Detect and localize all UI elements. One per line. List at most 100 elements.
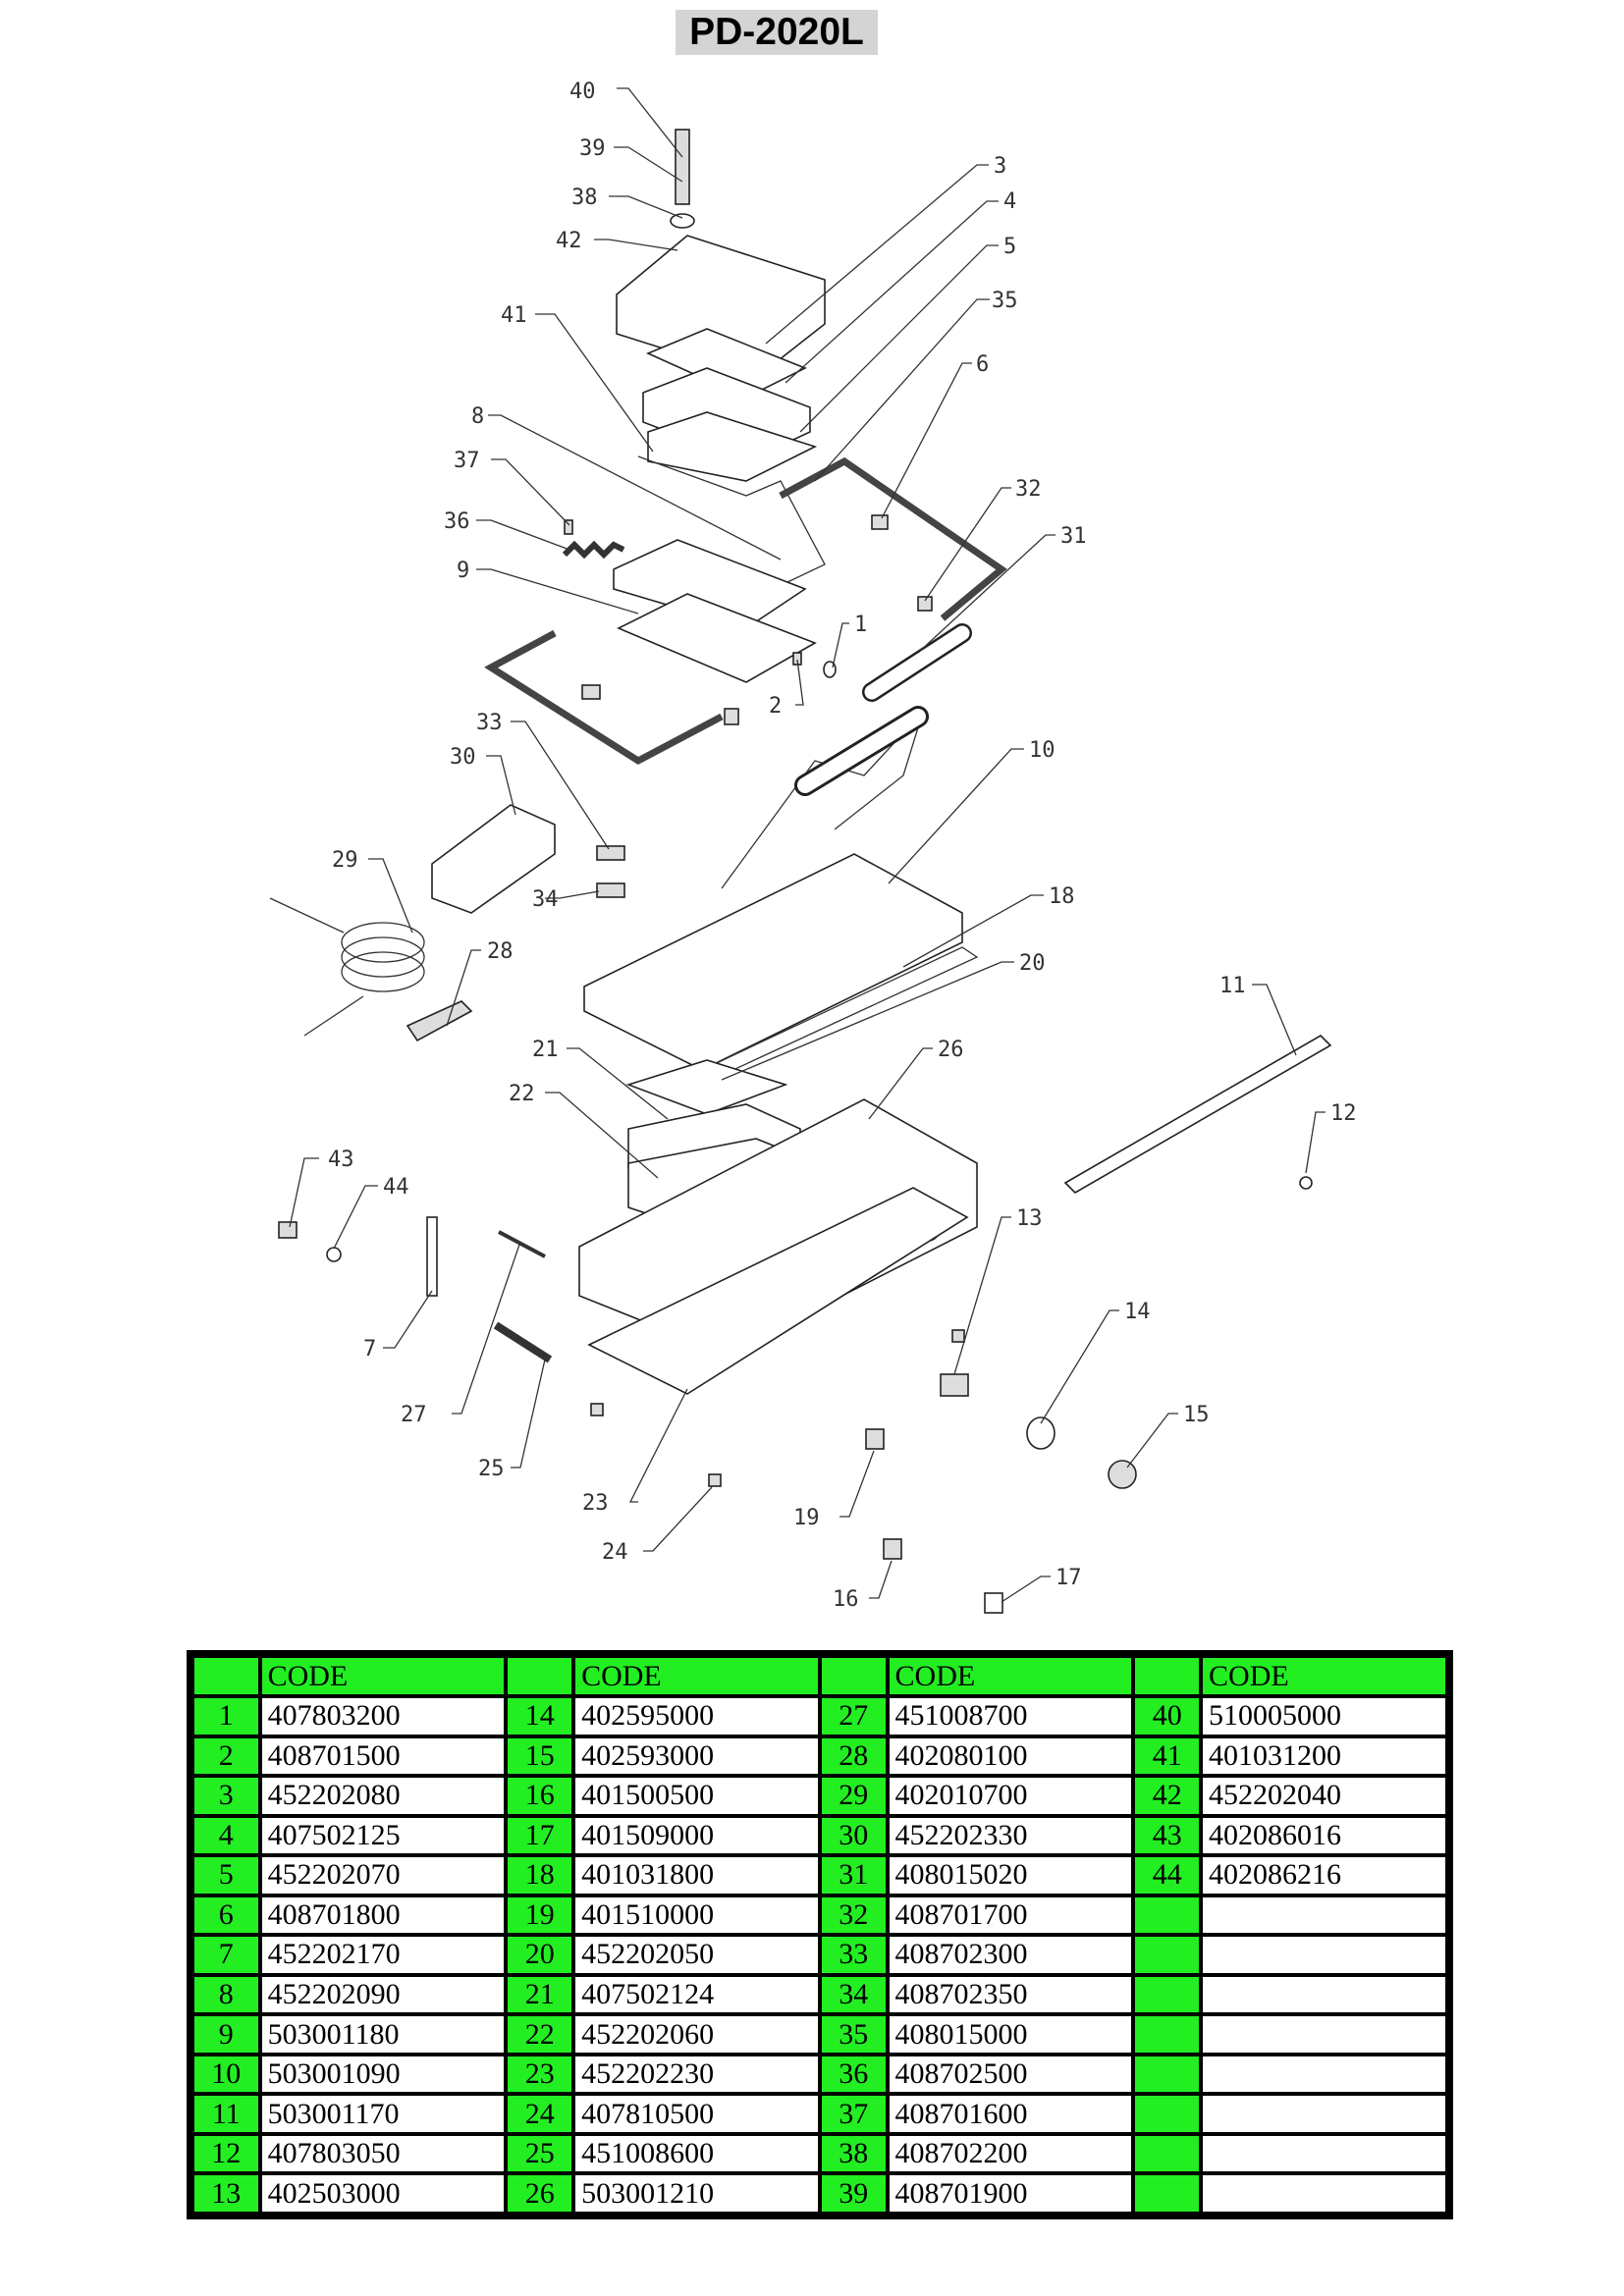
- callout-22: 22: [509, 1082, 535, 1106]
- part-code-cell: 402010700: [889, 1778, 1132, 1814]
- part-29-coil: [341, 922, 425, 963]
- part-number-cell: 21: [508, 1976, 572, 2013]
- part-code-cell: 408702300: [889, 1937, 1132, 1973]
- part-number-cell: [1135, 2016, 1200, 2053]
- part-number-cell: 34: [821, 1976, 886, 2013]
- part-code-cell: 451008600: [575, 2135, 818, 2172]
- part-number-cell: 31: [821, 1857, 886, 1894]
- part-number-cell: 43: [1135, 1817, 1200, 1854]
- part-30-bracket: [431, 804, 556, 914]
- part-23-bottom: [587, 1187, 969, 1395]
- part-26-base: [578, 1098, 978, 1356]
- part-number-cell: 17: [508, 1817, 572, 1854]
- exploded-parts-diagram: 40 39 38 42 41 3 4 5 35 6 8 37 36 9 32 3…: [269, 80, 1357, 1614]
- callout-1: 1: [854, 613, 867, 637]
- part-44-washer: [326, 1247, 342, 1262]
- part-code-cell: 402086216: [1203, 1857, 1445, 1894]
- part-code-cell: 408701800: [261, 1896, 505, 1934]
- callout-43: 43: [328, 1148, 354, 1172]
- part-number-cell: 6: [194, 1896, 258, 1934]
- part-number-cell: 14: [508, 1698, 572, 1735]
- part-5-plate: [647, 411, 818, 482]
- part-number-cell: 10: [194, 2056, 258, 2093]
- part-28-terminal: [406, 1000, 473, 1042]
- part-code-cell: 408701600: [889, 2096, 1132, 2132]
- part-code-cell: 402503000: [261, 2175, 505, 2212]
- callout-24: 24: [602, 1540, 628, 1565]
- part-code-cell: 407502125: [261, 1817, 505, 1854]
- part-code-cell: 452202080: [261, 1778, 505, 1814]
- part-number-cell: 11: [194, 2096, 258, 2132]
- part-number-cell: 24: [508, 2096, 572, 2132]
- part-code-cell: 402086016: [1203, 1817, 1445, 1854]
- part-18-element: [701, 946, 979, 1081]
- part-number-cell: 8: [194, 1976, 258, 2013]
- callout-4: 4: [1003, 189, 1016, 214]
- part-number-cell: 32: [821, 1896, 886, 1934]
- callout-labels: 40 39 38 42 41 3 4 5 35 6 8 37 36 9 32 3…: [328, 80, 1357, 1612]
- callout-30: 30: [450, 745, 476, 770]
- part-code-cell: 408702200: [889, 2135, 1132, 2172]
- part-code-cell: 402080100: [889, 1737, 1132, 1775]
- part-number-cell: 15: [508, 1737, 572, 1775]
- part-number-cell: 40: [1135, 1698, 1200, 1735]
- part-code-cell: [1203, 2096, 1445, 2132]
- part-number-cell: 44: [1135, 1857, 1200, 1894]
- callout-20: 20: [1019, 951, 1046, 976]
- part-code-cell: 503001210: [575, 2175, 818, 2212]
- part-34-clamp-bottom: [596, 882, 625, 898]
- part-number-cell: 36: [821, 2056, 886, 2093]
- part-34-clamp-top: [596, 845, 625, 861]
- part-number-cell: 20: [508, 1937, 572, 1973]
- part-32-cap: [917, 596, 933, 612]
- part-code-cell: 407502124: [575, 1976, 818, 2013]
- part-code-cell: 408701500: [261, 1737, 505, 1775]
- part-number-cell: [1135, 2056, 1200, 2093]
- part-number-cell: [1135, 2175, 1200, 2212]
- part-code-cell: 408701700: [889, 1896, 1132, 1934]
- part-6-cap: [871, 514, 889, 530]
- part-36-spring: [562, 540, 625, 560]
- part-number-cell: 25: [508, 2135, 572, 2172]
- page-title: PD-2020L: [676, 10, 878, 55]
- callout-15: 15: [1183, 1403, 1210, 1427]
- callout-19: 19: [793, 1506, 820, 1530]
- part-code-cell: 408702350: [889, 1976, 1132, 2013]
- part-code-cell: 401031800: [575, 1857, 818, 1894]
- part-number-cell: 18: [508, 1857, 572, 1894]
- part-code-cell: 452202070: [261, 1857, 505, 1894]
- part-code-cell: 407803200: [261, 1698, 505, 1735]
- part-number-cell: 28: [821, 1737, 886, 1775]
- callout-27: 27: [401, 1403, 427, 1427]
- part-code-cell: 452202230: [575, 2056, 818, 2093]
- callout-31: 31: [1060, 524, 1087, 549]
- callout-3: 3: [994, 154, 1006, 179]
- part-number-cell: 37: [821, 2096, 886, 2132]
- part-code-cell: 407810500: [575, 2096, 818, 2132]
- part-code-cell: [1203, 2135, 1445, 2172]
- callout-44: 44: [383, 1175, 409, 1200]
- part-code-cell: 503001180: [261, 2016, 505, 2053]
- part-13-thermostat: [940, 1373, 969, 1397]
- header-number-cell: [508, 1658, 572, 1694]
- part-code-cell: 452202090: [261, 1976, 505, 2013]
- part-number-cell: 4: [194, 1817, 258, 1854]
- callout-29: 29: [332, 848, 358, 873]
- header-code-cell: CODE: [575, 1658, 818, 1694]
- callout-13: 13: [1016, 1206, 1043, 1231]
- callout-16: 16: [833, 1587, 859, 1612]
- part-code-cell: 407803050: [261, 2135, 505, 2172]
- part-14-ring: [1026, 1416, 1056, 1450]
- leader-lines: [289, 87, 1326, 1603]
- part-code-cell: 452202050: [575, 1937, 818, 1973]
- callout-32: 32: [1015, 477, 1042, 502]
- callout-41: 41: [501, 303, 527, 328]
